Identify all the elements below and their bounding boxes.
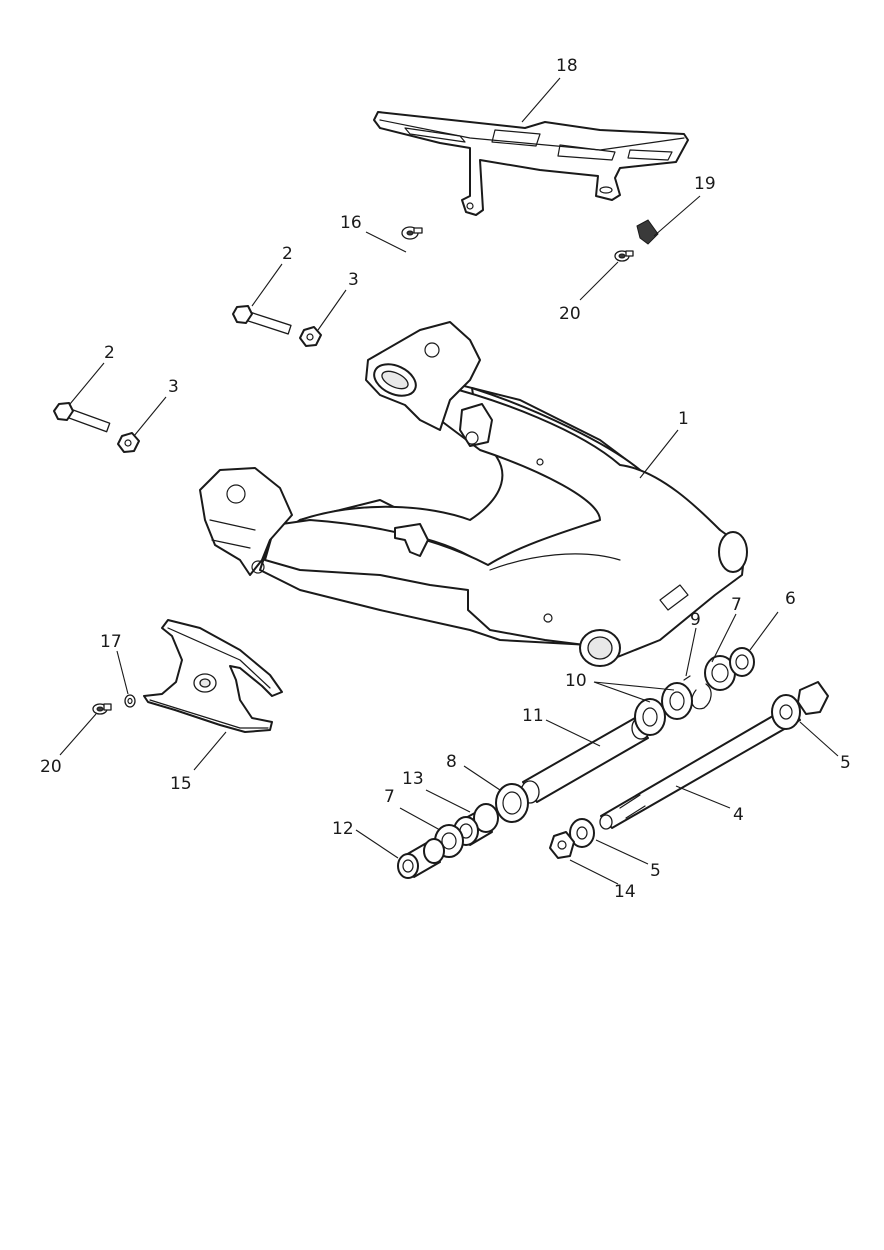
- spindle-nut-part: [549, 831, 575, 859]
- pivot-bolt-part-2: [53, 402, 111, 433]
- bearing-part-13: [453, 803, 499, 846]
- callout-5-right: 5: [840, 753, 851, 773]
- bearing-part-10b: [661, 682, 693, 720]
- callout-7-right: 7: [731, 595, 742, 615]
- swing-arm-part: [199, 321, 748, 667]
- cap-part: [729, 647, 755, 677]
- callout-20-right: 20: [559, 304, 581, 324]
- pivot-nut-part: [299, 326, 322, 347]
- callout-16: 16: [340, 213, 362, 233]
- callout-6: 6: [785, 589, 796, 609]
- callout-13: 13: [402, 769, 424, 789]
- seal-part-8: [495, 783, 529, 823]
- callout-3-lower: 3: [168, 377, 179, 397]
- callout-17: 17: [100, 632, 122, 652]
- spacer-part: [397, 838, 445, 879]
- leader-lines: [59, 77, 839, 885]
- screw-part: [401, 226, 423, 240]
- callout-19: 19: [694, 174, 716, 194]
- pivot-bolt-part: [232, 305, 292, 335]
- callout-11: 11: [522, 706, 544, 726]
- washer-part-5b: [569, 818, 595, 848]
- washer-part-17: [124, 694, 136, 708]
- pivot-nut-part-2: [117, 432, 140, 453]
- callout-1: 1: [678, 409, 689, 429]
- callout-2-lower: 2: [104, 343, 115, 363]
- callout-20-left: 20: [40, 757, 62, 777]
- callout-2-upper: 2: [282, 244, 293, 264]
- callout-18: 18: [556, 56, 578, 76]
- flange-bolt-part-2: [92, 703, 112, 715]
- clip-nut-part: [636, 219, 659, 245]
- washer-part-5: [771, 694, 801, 730]
- inner-sleeve-part: [520, 716, 651, 804]
- callout-8: 8: [446, 752, 457, 772]
- callout-7-left: 7: [384, 787, 395, 807]
- circlip-part: [683, 675, 712, 710]
- chain-slider-part: [143, 619, 283, 733]
- callout-5-lower: 5: [650, 861, 661, 881]
- callout-3-upper: 3: [348, 270, 359, 290]
- bearing-part-10a: [634, 698, 666, 736]
- chain-guard-part: [373, 111, 689, 216]
- callout-14: 14: [614, 882, 636, 902]
- flange-bolt-part: [614, 250, 634, 262]
- callout-12: 12: [332, 819, 354, 839]
- callout-labels: 1 2 2 3 3 4 5 5 6 7 7 8 9 10 11 12 13 14…: [40, 56, 851, 902]
- callout-15: 15: [170, 774, 192, 794]
- callout-9: 9: [690, 610, 701, 630]
- callout-4: 4: [733, 805, 744, 825]
- callout-10: 10: [565, 671, 587, 691]
